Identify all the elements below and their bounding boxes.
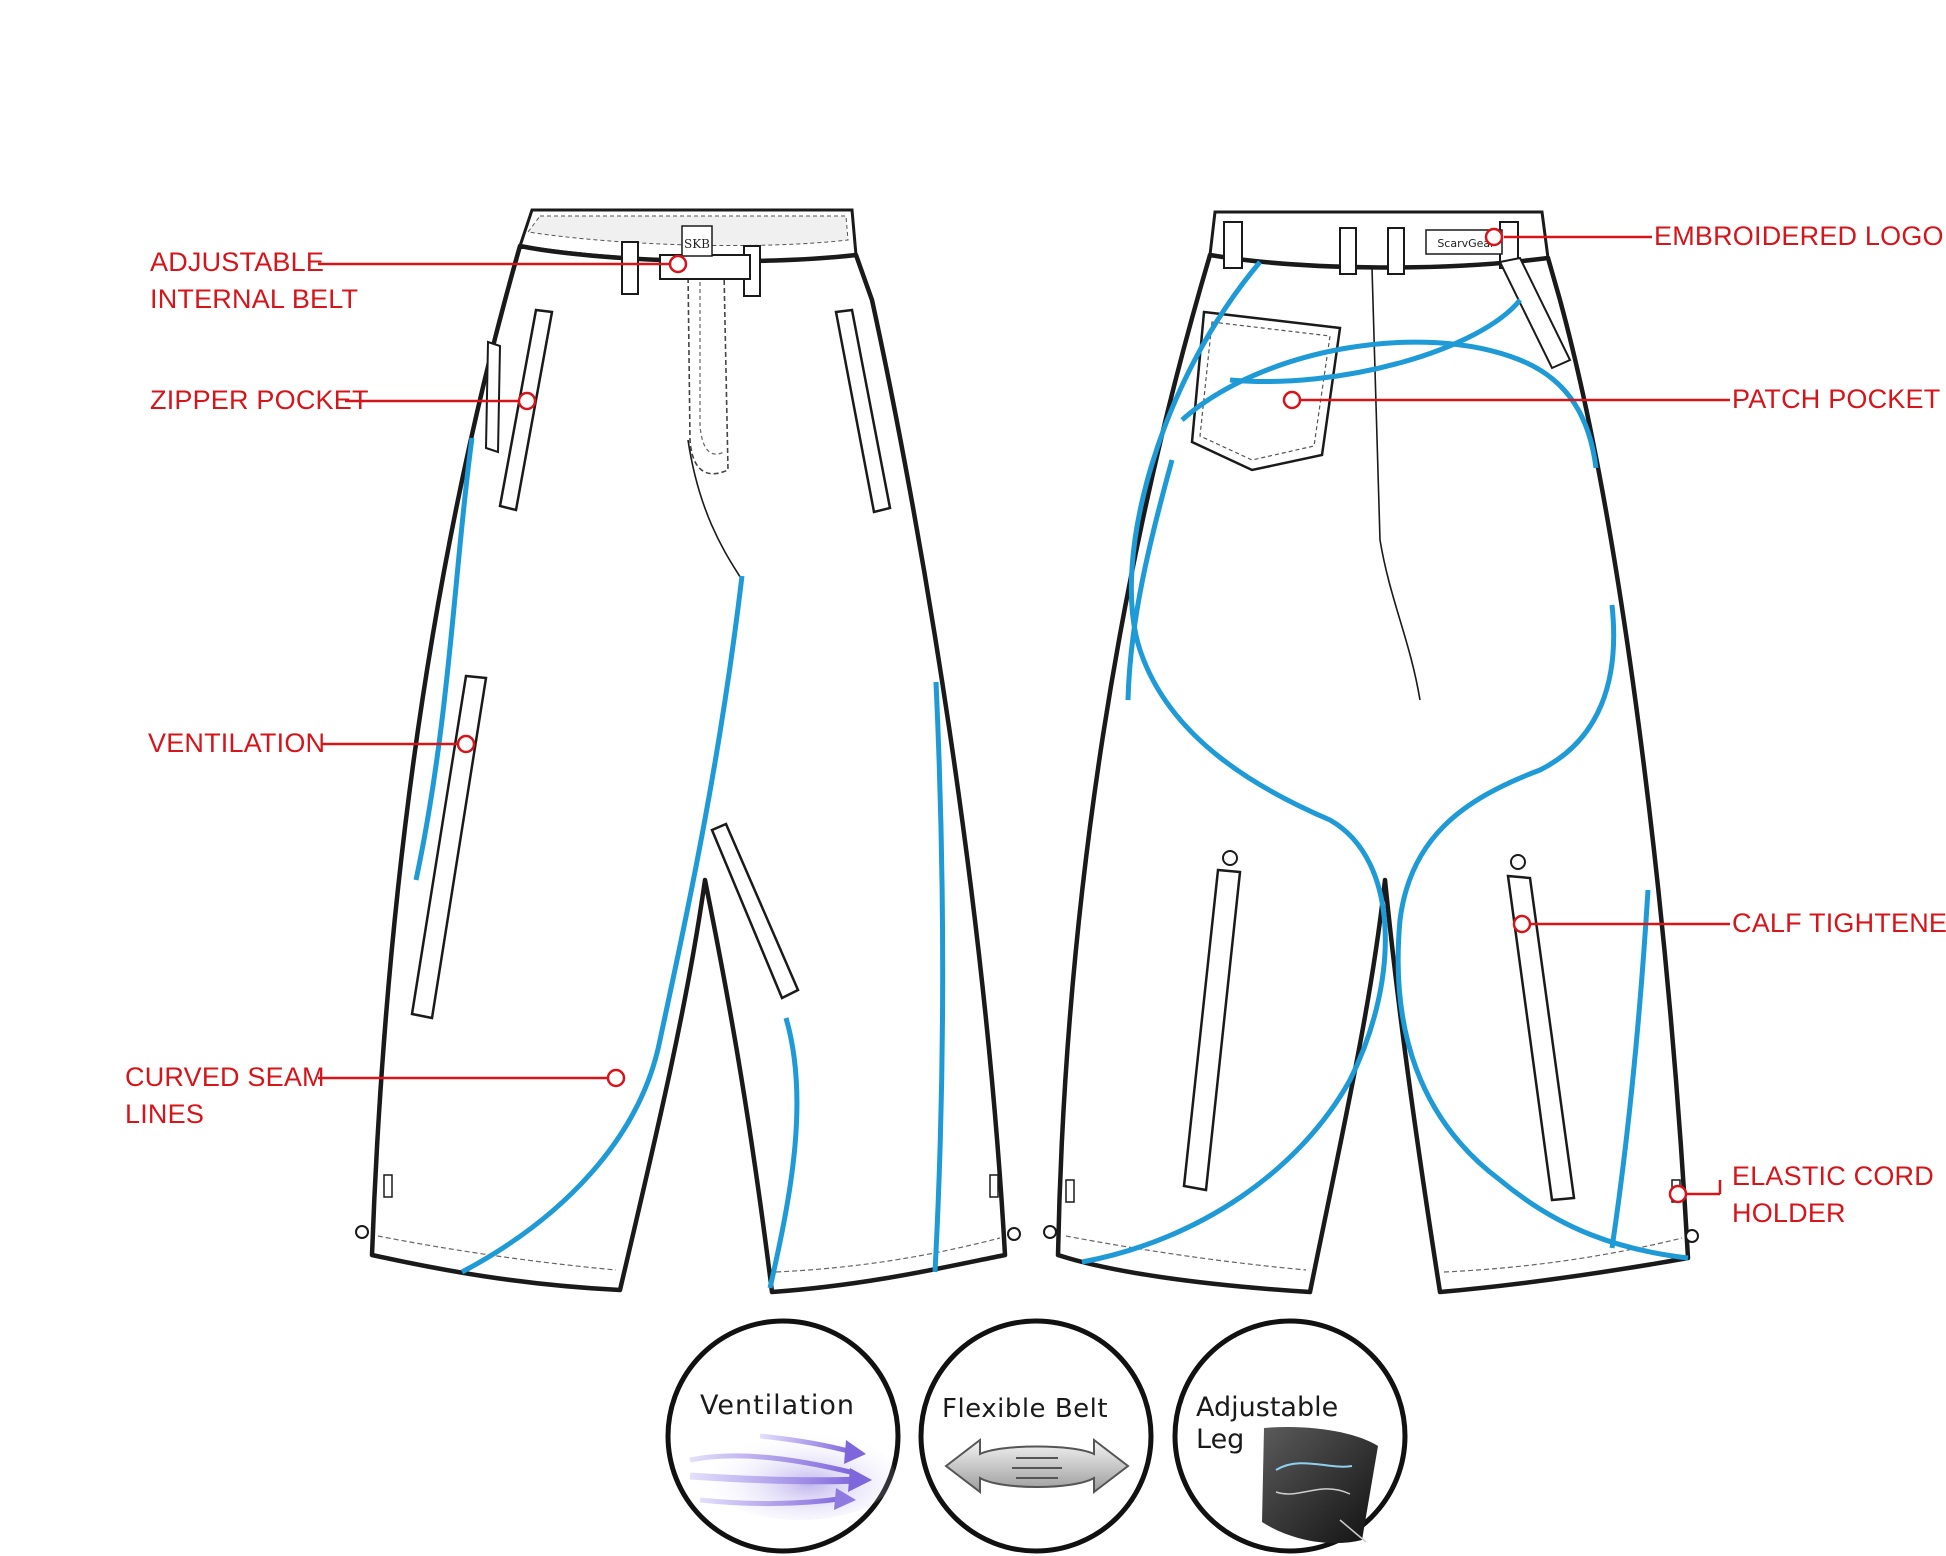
flexible-belt-icon — [944, 1437, 1130, 1495]
back-patch-pocket — [1190, 310, 1342, 472]
badge-adjustable-leg — [1172, 1318, 1408, 1554]
label-adjustable-internal-belt: ADJUSTABLE INTERNAL BELT — [150, 244, 358, 318]
label-cord-line1: ELASTIC CORD — [1732, 1161, 1934, 1191]
back-seam-right-loop — [1395, 604, 1689, 1261]
front-curved-seam-inner — [460, 575, 745, 1275]
callout-leaders — [318, 227, 1730, 1204]
badge-ventilation-label: Ventilation — [700, 1390, 855, 1421]
label-seam-line1: CURVED SEAM — [125, 1062, 325, 1092]
label-patch-pocket: PATCH POCKET — [1732, 384, 1941, 414]
marker-curved-seam — [606, 1068, 626, 1088]
front-fly — [687, 269, 729, 475]
label-cord-line2: HOLDER — [1732, 1198, 1846, 1228]
label-ventilation: VENTILATION — [148, 728, 326, 758]
back-logo-text: ScarvGear — [1437, 237, 1495, 250]
front-curved-seam-side — [413, 437, 475, 881]
front-pants-outline — [369, 243, 1008, 1295]
label-belt-line2: INTERNAL BELT — [150, 284, 359, 314]
marker-patch-pocket — [1282, 390, 1302, 410]
back-seam-hip-arc-2 — [1229, 298, 1522, 385]
back-calf-zip-right — [1506, 874, 1576, 1202]
back-calf-zip-left — [1182, 868, 1242, 1192]
label-curved-seam-lines: CURVED SEAM LINES — [125, 1059, 325, 1133]
label-calf-tightener: CALF TIGHTENER — [1732, 908, 1946, 938]
marker-elastic-cord — [1668, 1184, 1688, 1204]
marker-zipper-pocket — [517, 391, 537, 411]
label-belt-line1: ADJUSTABLE — [150, 247, 325, 277]
label-seam-line2: LINES — [125, 1099, 205, 1129]
front-zipper-pocket-right — [834, 308, 892, 514]
front-ventilation-zip — [410, 674, 488, 1020]
front-curved-seam-knee — [767, 1017, 800, 1289]
label-elastic-cord-holder: ELASTIC CORD HOLDER — [1732, 1158, 1934, 1232]
marker-calf-tightener — [1512, 914, 1532, 934]
badge-leg-line2: Leg — [1196, 1424, 1245, 1455]
marker-ventilation — [456, 734, 476, 754]
badge-leg-line1: Adjustable — [1196, 1392, 1339, 1423]
marker-belt — [668, 254, 688, 274]
badge-flexible-belt — [918, 1318, 1154, 1554]
marker-logo — [1484, 227, 1504, 247]
back-seam-outer-left — [1125, 459, 1175, 701]
belt-tag-text: SKB — [684, 237, 710, 251]
back-pants-view: ScarvGear — [1043, 210, 1699, 1295]
arrow-head-icon — [844, 1440, 866, 1464]
back-pants-outline — [1055, 252, 1691, 1295]
front-pants-view: SKB — [355, 208, 1021, 1295]
adjustable-leg-icon — [1262, 1426, 1378, 1544]
label-embroidered-logo: EMBROIDERED LOGO — [1654, 221, 1944, 251]
badge-ventilation — [665, 1318, 901, 1554]
label-zipper-pocket: ZIPPER POCKET — [150, 385, 369, 415]
back-seam-outer-right — [1609, 889, 1651, 1249]
back-seam-left-loop — [1081, 260, 1388, 1265]
badge-adjustable-leg-label: Adjustable Leg — [1196, 1392, 1338, 1456]
badge-flexible-belt-label: Flexible Belt — [942, 1394, 1109, 1424]
front-curved-seam-outer — [932, 681, 946, 1273]
back-seam-hip-arc — [1180, 339, 1599, 469]
